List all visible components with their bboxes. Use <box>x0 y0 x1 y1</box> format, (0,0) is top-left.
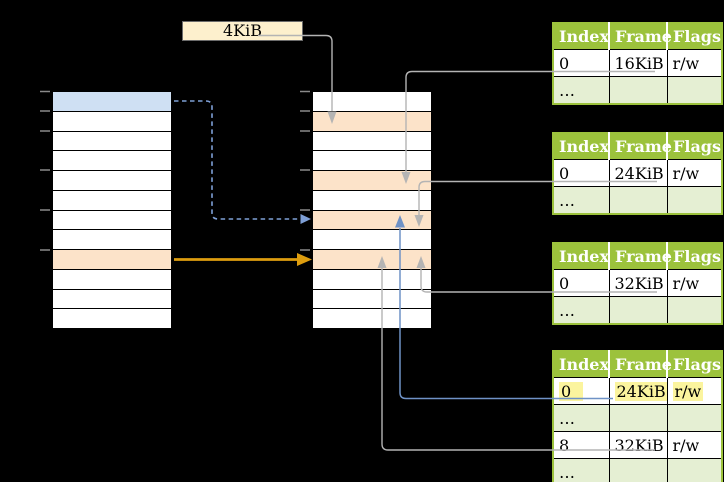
page-table-32kib-cell-r1c2 <box>666 296 723 325</box>
physical-memory-column <box>312 91 432 329</box>
level2-page-table-cell-r0c1: 24KiB <box>608 377 668 405</box>
page-table-32kib-header-flags: Flags <box>666 243 722 270</box>
page-table-24kib-cell-r0c1: 24KiB <box>608 159 668 187</box>
frame-size-text: 4KiB <box>222 21 262 40</box>
arrowhead-virtual-page8 <box>297 253 312 266</box>
physical-memory-row-2 <box>313 131 431 152</box>
page-table-16kib-header-index: Index <box>553 23 609 50</box>
level2-page-table-cell-r1c0: … <box>552 404 610 432</box>
page-table-32kib-cell-r0c1: 32KiB <box>608 269 668 297</box>
physical-memory-row-11 <box>313 309 431 328</box>
virtual-memory-row-1 <box>53 111 171 132</box>
page-table-24kib-cell-r1c2 <box>666 186 723 215</box>
level2-page-table-row-0: 0 24KiB r/w <box>552 377 723 405</box>
virtual-memory-row-11 <box>53 309 171 328</box>
virtual-memory-row-5 <box>53 190 171 211</box>
page-table-16kib-header-flags: Flags <box>666 23 722 50</box>
physical-memory-row-9 <box>313 269 431 290</box>
physical-memory-row-10 <box>313 289 431 310</box>
page-table-32kib-cell-r1c0: … <box>552 296 610 325</box>
level2-page-table-cell-r1c2 <box>666 404 723 432</box>
virtual-memory-row-4 <box>53 171 171 191</box>
page-table-32kib-cell-r1c1 <box>608 296 668 325</box>
physical-memory-row-4 <box>313 171 431 191</box>
virtual-memory-row-7 <box>53 230 171 250</box>
arrowhead-virtual-page0 <box>300 214 311 224</box>
virtual-memory-ticks <box>40 90 50 251</box>
physical-memory-row-7 <box>313 230 431 250</box>
virtual-memory-row-10 <box>53 289 171 310</box>
virtual-memory-row-0 <box>53 92 171 112</box>
physical-memory-row-1 <box>313 111 431 132</box>
level2-page-table-cell-r2c1: 32KiB <box>608 431 668 459</box>
page-table-16kib-cell-r1c0: … <box>552 76 610 105</box>
page-table-16kib-cell-r0c1: 16KiB <box>608 49 668 77</box>
physical-memory-row-5 <box>313 190 431 211</box>
page-table-32kib-header-index: Index <box>553 243 609 270</box>
level2-page-table-header-flags: Flags <box>666 351 722 378</box>
page-table-16kib-header-frame: Frame <box>608 23 672 50</box>
level2-page-table-cell-r3c2 <box>666 458 723 482</box>
level2-page-table-cell-r3c1 <box>608 458 668 482</box>
virtual-memory-column <box>52 91 172 329</box>
frame-size-label: 4KiB <box>182 21 303 41</box>
physical-memory-row-0 <box>313 92 431 112</box>
page-table-16kib-cell-r0c2: r/w <box>666 49 723 77</box>
highlighted-value: 0 <box>559 381 584 401</box>
level2-page-table-header-frame: Frame <box>608 351 672 378</box>
physical-memory-row-3 <box>313 151 431 171</box>
level2-page-table-cell-r2c2: r/w <box>666 431 723 459</box>
page-table-32kib-cell-r0c2: r/w <box>666 269 723 297</box>
page-table-32kib-cell-r0c0: 0 <box>552 269 610 297</box>
page-table-24kib-header-flags: Flags <box>666 133 722 160</box>
page-table-16kib-cell-r1c2 <box>666 76 723 105</box>
virtual-memory-row-3 <box>53 151 171 171</box>
page-table-24kib-row-1: … <box>552 186 723 215</box>
page-table-24kib-header-frame: Frame <box>608 133 672 160</box>
level2-page-table-row-1: … <box>552 404 723 432</box>
physical-memory-row-6 <box>313 210 431 231</box>
level2-page-table-row-3: … <box>552 458 723 482</box>
level2-page-table-cell-r2c0: 8 <box>552 431 610 459</box>
physical-memory-row-8 <box>313 250 431 270</box>
page-table-24kib-cell-r1c0: … <box>552 186 610 215</box>
level2-page-table-cell-r1c1 <box>608 404 668 432</box>
physical-memory-ticks <box>300 90 310 251</box>
level2-page-table-cell-r3c0: … <box>552 458 610 482</box>
level2-page-table-header-index: Index <box>553 351 609 378</box>
virtual-memory-row-6 <box>53 210 171 231</box>
page-table-16kib-cell-r1c1 <box>608 76 668 105</box>
page-table-32kib-header-frame: Frame <box>608 243 672 270</box>
level2-page-table-cell-r0c2: r/w <box>666 377 723 405</box>
page-table-24kib-header-index: Index <box>553 133 609 160</box>
arrow-virtual-page0-dashed <box>174 100 299 220</box>
virtual-memory-row-2 <box>53 131 171 152</box>
page-table-32kib-row-1: … <box>552 296 723 325</box>
page-table-16kib-cell-r0c0: 0 <box>552 49 610 77</box>
virtual-memory-row-9 <box>53 269 171 290</box>
highlighted-value: 24KiB <box>614 381 666 401</box>
highlighted-value: r/w <box>672 381 704 401</box>
page-table-24kib-cell-r0c2: r/w <box>666 159 723 187</box>
page-table-24kib-cell-r1c1 <box>608 186 668 215</box>
page-table-16kib-row-1: … <box>552 76 723 105</box>
page-table-24kib-cell-r0c0: 0 <box>552 159 610 187</box>
level2-page-table-cell-r0c0: 0 <box>552 377 610 405</box>
virtual-memory-row-8 <box>53 250 171 270</box>
